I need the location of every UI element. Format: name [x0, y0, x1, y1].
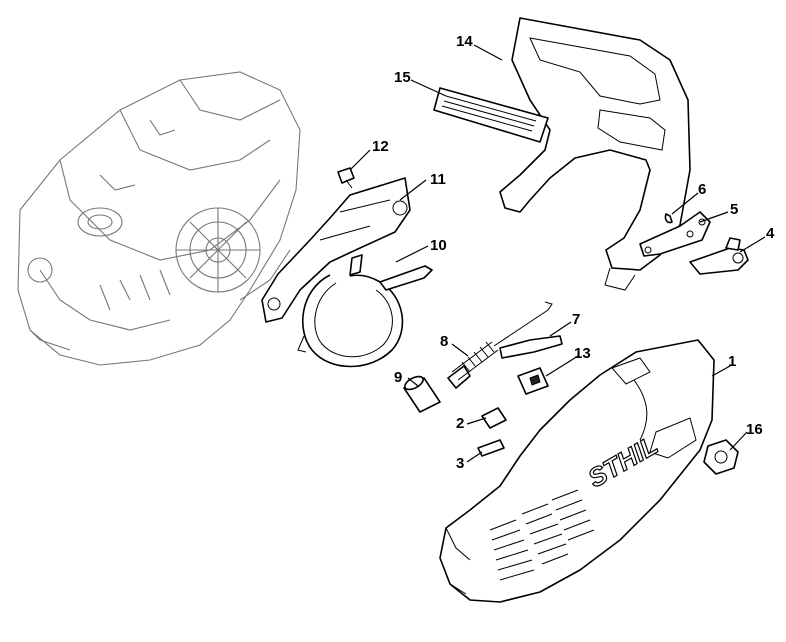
- part-13-insert: [517, 367, 549, 395]
- engine-housing-illustration: [17, 71, 301, 366]
- part-6-circlip: [664, 213, 673, 224]
- part-3-pin: [477, 439, 505, 457]
- callout-15: 15: [394, 69, 411, 86]
- callout-2: 2: [456, 415, 464, 432]
- part-15-label-plate: [433, 87, 549, 143]
- callout-10: 10: [430, 237, 447, 254]
- callout-11: 11: [430, 171, 446, 188]
- callout-4: 4: [766, 225, 775, 242]
- callout-8: 8: [440, 333, 448, 350]
- callout-7: 7: [572, 311, 580, 328]
- callout-1: 1: [728, 353, 736, 370]
- callout-16: 16: [746, 421, 763, 438]
- callout-13: 13: [574, 345, 591, 362]
- callout-14: 14: [456, 33, 473, 50]
- part-10-brake-band: [297, 265, 433, 368]
- part-12-screw: [337, 167, 355, 189]
- part-4-lever: [689, 237, 749, 275]
- part-9-sleeve: [403, 375, 441, 413]
- part-1-sprocket-cover: STHIL: [439, 339, 715, 603]
- callout-9: 9: [394, 369, 402, 386]
- part-5-link: [639, 211, 711, 257]
- part-8-spring: [447, 301, 553, 389]
- callout-5: 5: [730, 201, 738, 218]
- callout-12: 12: [372, 138, 389, 155]
- leader-lines: [349, 44, 766, 463]
- callout-6: 6: [698, 181, 706, 198]
- part-2-pin: [481, 407, 507, 429]
- part-7-plate: [499, 335, 563, 359]
- callout-3: 3: [456, 455, 464, 472]
- part-14-hand-guard: [499, 17, 691, 291]
- part-11-brake-lever: [261, 177, 411, 323]
- callouts: 1 2 3 4 5 6 7 8 9 10 11 12 13 14 15 16: [372, 33, 775, 472]
- part-16-nut: [703, 439, 739, 475]
